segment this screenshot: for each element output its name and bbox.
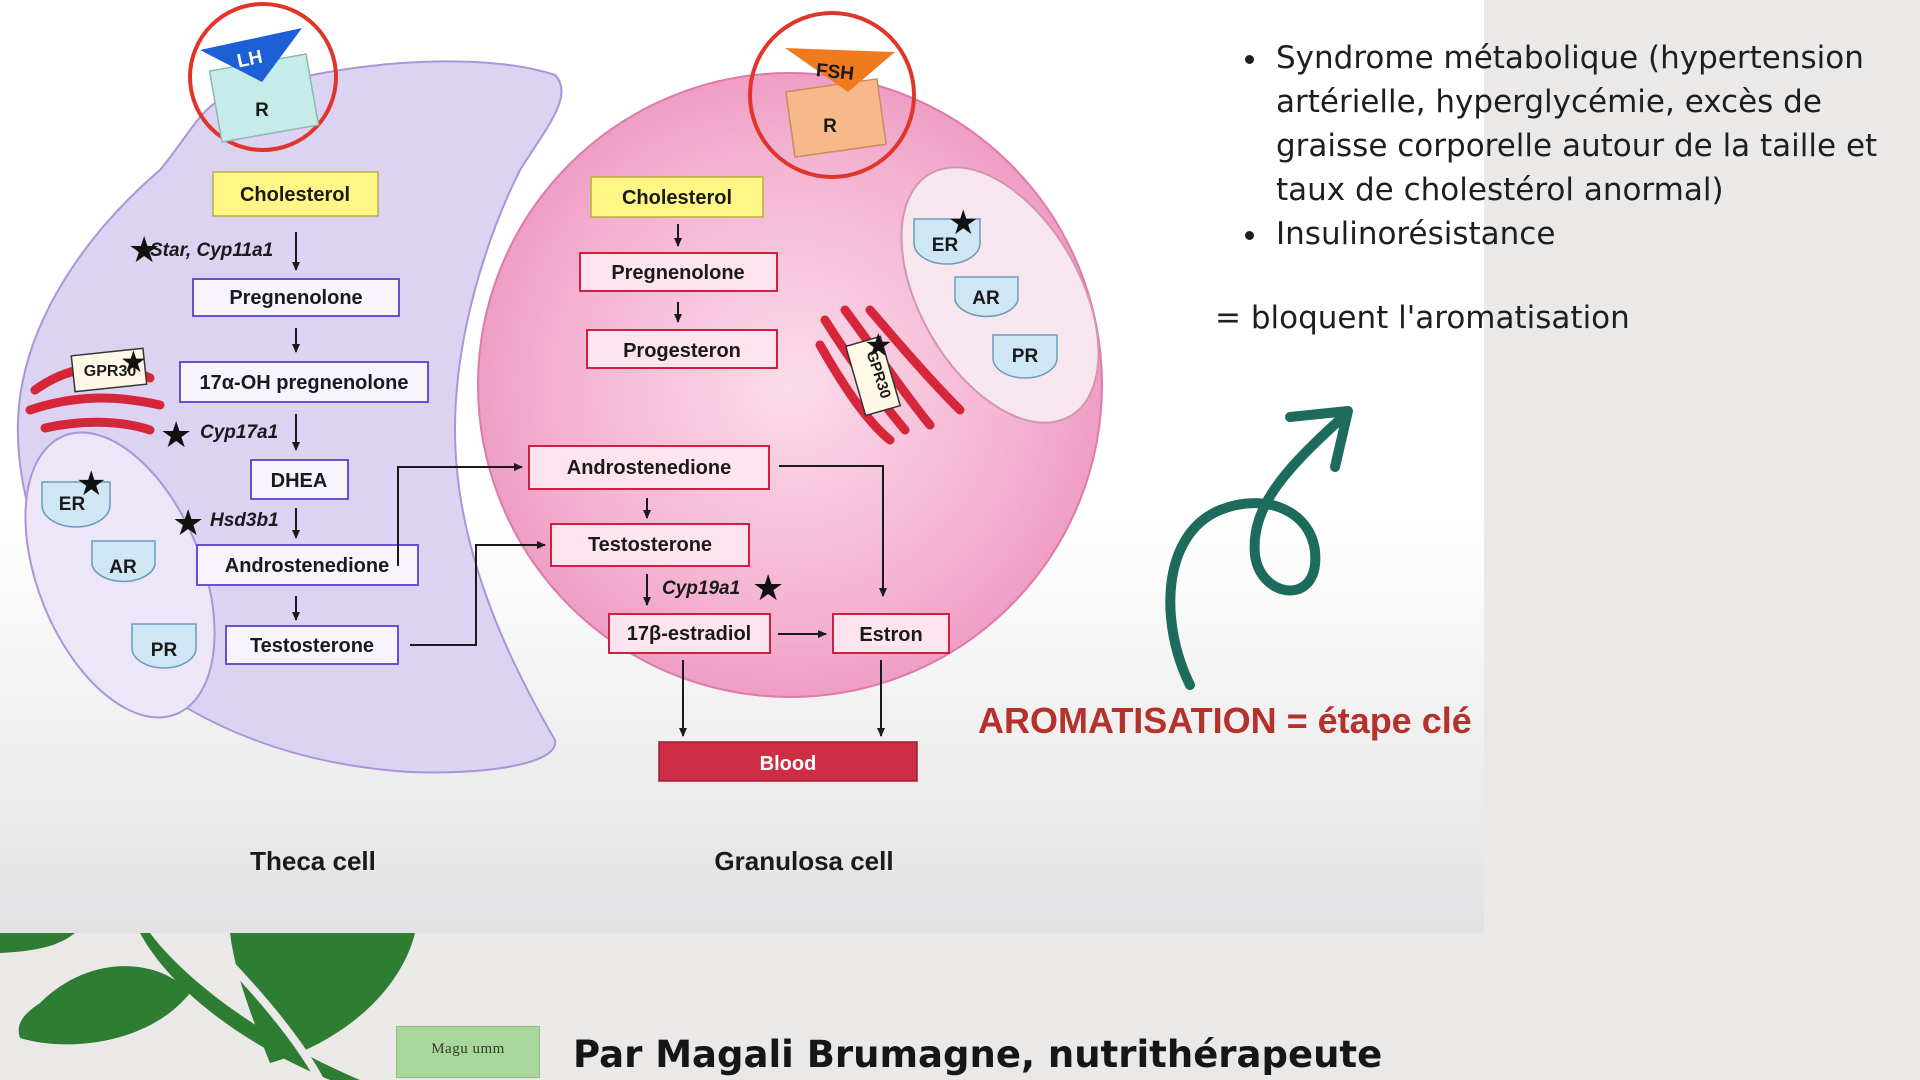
fsh-highlight-circle [748,11,916,179]
star-icon: ★ [864,327,893,363]
notes-bullet-list: Syndrome métabolique (hypertension artér… [1240,36,1920,256]
enzyme-cyp19a1: Cyp19a1 [662,578,740,599]
bullet-insulinoresistance: Insulinorésistance [1270,212,1920,256]
enzyme-hsd3b1: Hsd3b1 [210,510,279,531]
aromatisation-key-step: AROMATISATION = étape clé [978,700,1472,741]
fsh-receptor-box [785,78,887,158]
bullet-syndrome-metabolique: Syndrome métabolique (hypertension artér… [1270,36,1920,212]
conclusion-text: = bloquent l'aromatisation [1215,300,1630,336]
granulosa-pr-receptor: PR [1012,346,1039,367]
theca-er-receptor: ER [59,494,86,515]
star-icon: ★ [128,229,160,270]
magu-yumm-logo: Magu umm [396,1026,540,1078]
granulosa-cell-caption: Granulosa cell [714,846,893,876]
theca-cell-caption: Theca cell [250,846,376,876]
fsh-hormone-label: FSH [815,60,855,85]
granulosa-androstenedione-box: Androstenedione [567,457,731,479]
theca-pr-receptor: PR [151,640,178,661]
star-icon: ★ [120,346,147,379]
lh-receptor-label: R [255,100,269,121]
star-icon: ★ [172,502,204,543]
theca-pregnenolone-box: Pregnenolone [229,287,362,309]
lh-hormone-label: LH [235,47,264,73]
curved-arrow-icon [1165,406,1353,690]
theca-ar-receptor: AR [109,557,137,578]
lh-hormone-shape [200,28,302,82]
steroidogenesis-diagram: R LH R FSH Cholesterol Star, Cyp11a1 ★ P… [0,0,1484,933]
leaf-decoration [0,933,415,1080]
enzyme-star-cyp11a1: Star, Cyp11a1 [150,240,273,261]
theca-testosterone-box: Testosterone [250,635,374,657]
blood-box: Blood [760,753,817,775]
granulosa-testosterone-box: Testosterone [588,534,712,556]
granulosa-er-receptor: ER [932,235,959,256]
theca-androstenedione-box: Androstenedione [225,555,389,577]
theca-dhea-box: DHEA [271,470,328,492]
star-icon: ★ [76,465,106,503]
lh-highlight-circle [188,2,338,152]
theca-gpr30-label: GPR30 [84,363,137,380]
author-credit: Par Magali Brumagne, nutrithérapeute [573,1033,1383,1076]
star-icon: ★ [160,414,192,455]
star-icon: ★ [948,204,978,242]
enzyme-cyp17a1: Cyp17a1 [200,422,278,443]
theca-17oh-pregnenolone-box: 17α-OH pregnenolone [200,372,409,394]
star-icon: ★ [752,567,784,608]
granulosa-estradiol-box: 17β-estradiol [627,623,751,645]
granulosa-ar-receptor: AR [972,288,1000,309]
granulosa-estron-box: Estron [859,624,922,646]
fsh-hormone-shape [785,48,895,92]
granulosa-cholesterol-box: Cholesterol [622,187,732,209]
granulosa-progesteron-box: Progesteron [623,340,741,362]
fsh-receptor-label: R [823,116,837,137]
theca-cholesterol-box: Cholesterol [240,184,350,206]
granulosa-pregnenolone-box: Pregnenolone [611,262,744,284]
